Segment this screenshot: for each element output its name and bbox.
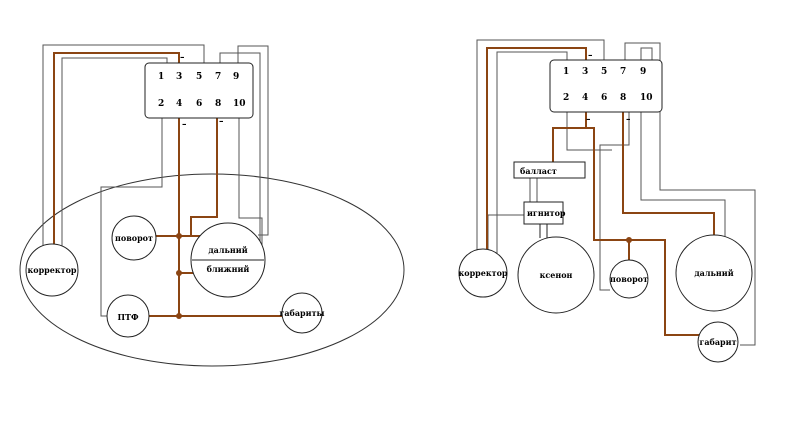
right-pin-7: 7 [620,67,626,77]
left-wire-pin2 [100,118,163,317]
left-connector-top-pins: 1 3 5 7 9 [158,72,239,82]
left-junction-1 [176,233,182,239]
right-pin-1: 1 [563,67,569,77]
right-turn-circle [609,259,649,299]
left-wire-high-outer [237,45,269,236]
right-wire-turn-gray [599,112,630,291]
left-corrector-label: корректор [27,265,76,275]
right-pin-5: 5 [601,67,607,77]
left-low-label: ближний [207,264,250,274]
right-pin-9: 9 [640,67,646,77]
right-wire-pin2 [566,112,612,151]
right-pin-10: 10 [640,93,653,103]
left-pin-1: 1 [158,72,164,82]
right-pin-6: 6 [601,93,607,103]
right-pin-3: 3 [582,67,588,77]
right-minus-bottom-2: – [626,115,631,125]
left-pin-4: 4 [176,99,182,109]
right-minus-top: – [588,51,593,61]
right-igniter-box [523,201,564,225]
left-wire-corrector-outer [42,44,205,265]
right-xenon-circle [517,236,595,314]
right-connector-bottom-pins: 2 4 6 8 10 [563,93,653,103]
left-wire-high-inner [219,52,261,242]
right-wire-ground-brown [552,112,587,163]
left-position-circle [281,292,323,334]
right-wire-high-outer [624,42,756,346]
left-pin-6: 6 [196,99,202,109]
left-turn-label: поворот [115,233,153,243]
right-high-label: дальний [694,268,733,278]
left-high-label: дальний [208,245,247,255]
left-corrector-circle [25,243,79,297]
right-wire-corrector-outer [476,39,605,265]
left-fog-circle [106,294,150,338]
left-junction-3 [176,313,182,319]
right-ballast-box [513,161,586,179]
right-position-label: габарит [699,337,736,347]
right-connector-block [549,59,663,113]
right-wire-ground-brown-2 [586,127,700,336]
right-minus-bottom-1: – [586,115,591,125]
left-pin-8: 8 [215,99,221,109]
left-headlight-housing [19,173,405,367]
right-igniter-label: игнитор [527,208,566,218]
left-pin-3: 3 [176,72,182,82]
right-connector-top-pins: 1 3 5 7 9 [563,67,646,77]
right-junction-1 [626,237,632,243]
right-position-circle [697,321,739,363]
left-junction-2 [176,270,182,276]
right-wire-high-brown [622,112,715,236]
left-minus-bottom-2: – [219,117,224,127]
left-turn-circle [111,215,157,261]
left-wire-low [238,118,263,270]
left-minus-bottom-1: – [182,120,187,130]
left-wire-high-brown [190,118,218,236]
left-diagram: 1 3 5 7 9 2 4 6 8 10 – – – корректор пов… [19,44,405,367]
left-minus-top: – [180,53,185,63]
left-pin-9: 9 [233,72,239,82]
right-wire-corrector-inner [496,51,568,265]
left-pin-10: 10 [233,99,246,109]
left-connector-block [144,62,254,119]
right-wire-right-bottom [640,110,726,240]
right-high-circle [675,234,753,312]
left-pin-5: 5 [196,72,202,82]
right-corrector-circle [458,248,508,298]
left-wire-corrector-brown [53,52,180,265]
left-wire-corrector-inner [61,57,168,265]
right-pin-2: 2 [563,93,569,103]
left-pin-2: 2 [158,99,164,109]
right-diagram: 1 3 5 7 9 2 4 6 8 10 – – – балласт игнит… [458,39,756,363]
right-corrector-label: корректор [458,268,507,278]
right-pin-8: 8 [620,93,626,103]
right-ballast-label: балласт [520,166,557,176]
left-connector-bottom-pins: 2 4 6 8 10 [158,99,246,109]
left-pin-7: 7 [215,72,221,82]
right-xenon-label: ксенон [540,270,573,280]
right-pin-4: 4 [582,93,588,103]
right-wire-corrector-brown [486,47,587,265]
left-fog-label: ПТФ [117,312,139,322]
right-wire-extra-gray [487,214,525,255]
right-turn-label: поворот [610,274,648,284]
left-position-label: габариты [279,308,324,318]
